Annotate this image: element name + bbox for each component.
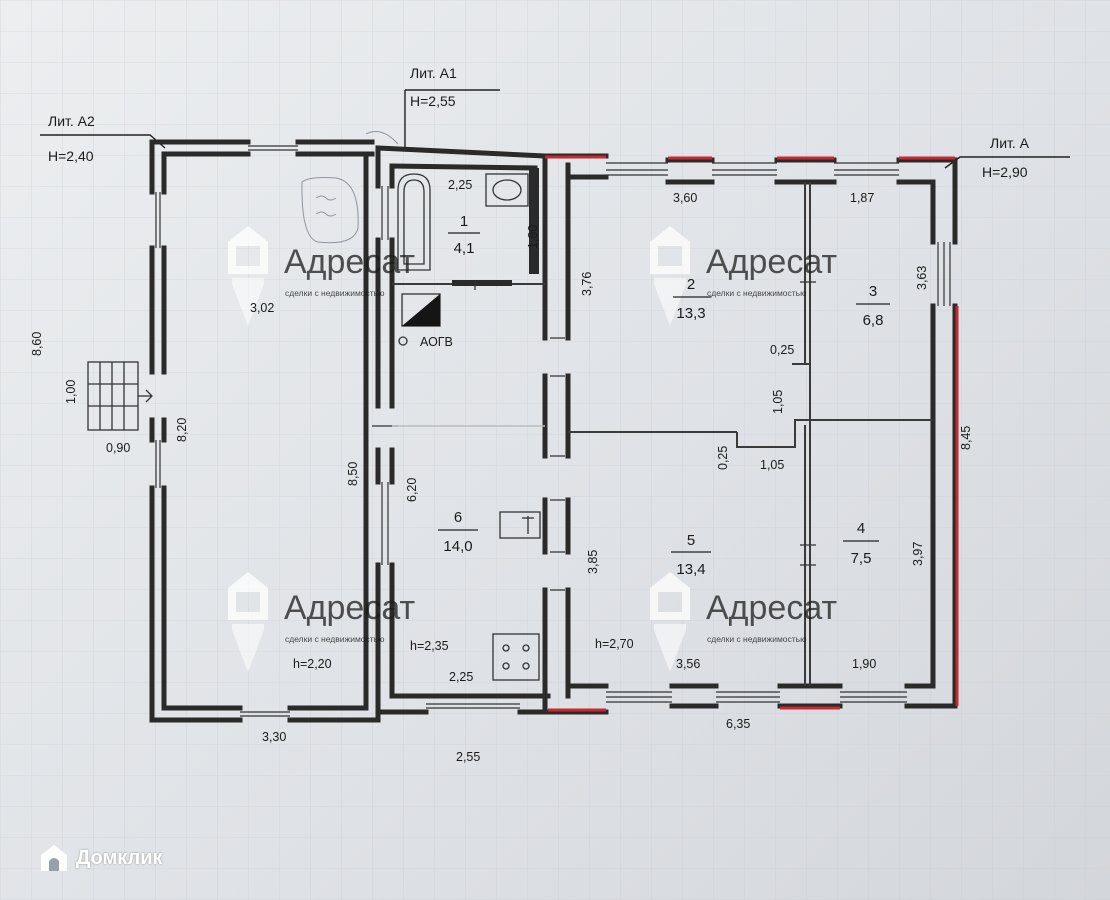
pencil-scribble	[301, 131, 399, 244]
svg-text:Адресат: Адресат	[284, 589, 415, 627]
svg-text:14,0: 14,0	[443, 538, 472, 555]
dim-wall-b: 0,25	[716, 446, 730, 470]
svg-text:6,8: 6,8	[863, 312, 884, 329]
watermark-logo-3: Адресат сделки с недвижимостью	[228, 572, 415, 672]
dim-wall-a: 0,25	[770, 343, 794, 357]
svg-text:3: 3	[869, 283, 877, 300]
svg-text:5: 5	[687, 532, 695, 549]
dim-r6-length: 6,20	[405, 478, 419, 502]
boiler-label: АОГВ	[420, 335, 453, 349]
room-4-label: 4 7,5	[843, 520, 879, 567]
dim-r4-depth: 3,97	[911, 542, 925, 566]
svg-text:6: 6	[454, 509, 462, 526]
svg-text:сделки с недвижимостью: сделки с недвижимостью	[707, 288, 807, 298]
house-icon	[41, 845, 67, 871]
dim-r2-width: 3,60	[673, 191, 697, 205]
dim-r1-depth: 1,80	[526, 225, 540, 249]
svg-text:7,5: 7,5	[851, 550, 872, 567]
porch-stairs	[87, 361, 153, 431]
brand-logo: Домклик	[38, 842, 163, 874]
height-a1: h=2,35	[410, 639, 449, 653]
dim-r6-width: 2,25	[449, 670, 473, 684]
dim-overall-left: 8,60	[30, 332, 44, 356]
dim-r3-depth: 3,63	[915, 266, 929, 290]
svg-text:13,4: 13,4	[676, 561, 705, 578]
accent-walls	[545, 155, 959, 712]
dim-right-outer: 8,45	[959, 426, 973, 450]
dim-a2-width: 3,02	[250, 301, 274, 315]
lit-a1-height: H=2,55	[410, 93, 456, 109]
room-5-label: 5 13,4	[671, 532, 711, 578]
dim-a2-length: 8,20	[175, 418, 189, 442]
lit-a2-name: Лит. А2	[48, 113, 95, 129]
svg-text:сделки с недвижимостью: сделки с недвижимостью	[285, 634, 385, 644]
watermark-logo-1: Адресат сделки с недвижимостью	[228, 226, 415, 326]
dim-porch-depth: 0,90	[106, 441, 130, 455]
svg-text:Адресат: Адресат	[284, 243, 415, 281]
kitchen-sink-icon	[499, 511, 541, 539]
svg-text:1: 1	[460, 213, 468, 230]
dim-porch-width: 1,00	[64, 380, 78, 404]
boiler-icon	[398, 293, 441, 346]
room-2-label: 2 13,3	[673, 276, 711, 322]
dim-r3-width: 1,87	[850, 191, 874, 205]
height-a: h=2,70	[595, 637, 634, 651]
dim-r2-depth: 3,76	[580, 272, 594, 296]
dim-r1-width: 2,25	[448, 178, 472, 192]
window-openings	[155, 145, 951, 717]
sink-icon	[485, 173, 529, 207]
bathtub-icon	[397, 173, 431, 271]
dim-a1-length: 8,50	[346, 462, 360, 486]
room1-partition	[452, 168, 539, 286]
height-a2: h=2,20	[293, 657, 332, 671]
dim-a1-outer: 2,55	[456, 750, 480, 764]
svg-text:4: 4	[857, 520, 865, 537]
dim-corridor-depth: 1,05	[771, 390, 785, 414]
svg-text:Адресат: Адресат	[706, 589, 837, 627]
svg-text:2: 2	[687, 276, 695, 293]
room-1-label: 1 4,1	[448, 213, 480, 257]
stove-icon	[492, 633, 540, 681]
svg-text:сделки с недвижимостью: сделки с недвижимостью	[707, 634, 807, 644]
lit-a1-name: Лит. А1	[410, 65, 457, 81]
room-6-label: 6 14,0	[438, 509, 478, 555]
watermark-logo-4: Адресат сделки с недвижимостью	[650, 572, 837, 672]
dim-bottom-outer: 6,35	[726, 717, 750, 731]
dim-r5-width: 3,56	[676, 657, 700, 671]
dim-a2-outer: 3,30	[262, 730, 286, 744]
partitions	[392, 182, 933, 686]
dim-r4-width: 1,90	[852, 657, 876, 671]
svg-text:4,1: 4,1	[454, 240, 475, 257]
lit-a-height: H=2,90	[982, 164, 1028, 180]
walls	[149, 139, 958, 723]
dim-corridor-width: 1,05	[760, 458, 784, 472]
svg-text:13,3: 13,3	[676, 305, 705, 322]
watermark-logo-2: Адресат сделки с недвижимостью	[650, 226, 837, 326]
room-3-label: 3 6,8	[856, 283, 890, 329]
lit-a2-height: H=2,40	[48, 148, 94, 164]
lit-a-name: Лит. А	[990, 135, 1030, 151]
svg-text:Адресат: Адресат	[706, 243, 837, 281]
svg-text:сделки с недвижимостью: сделки с недвижимостью	[285, 288, 385, 298]
door-marks	[474, 280, 816, 566]
dim-r5-depth: 3,85	[586, 550, 600, 574]
brand-name: Домклик	[76, 846, 163, 869]
